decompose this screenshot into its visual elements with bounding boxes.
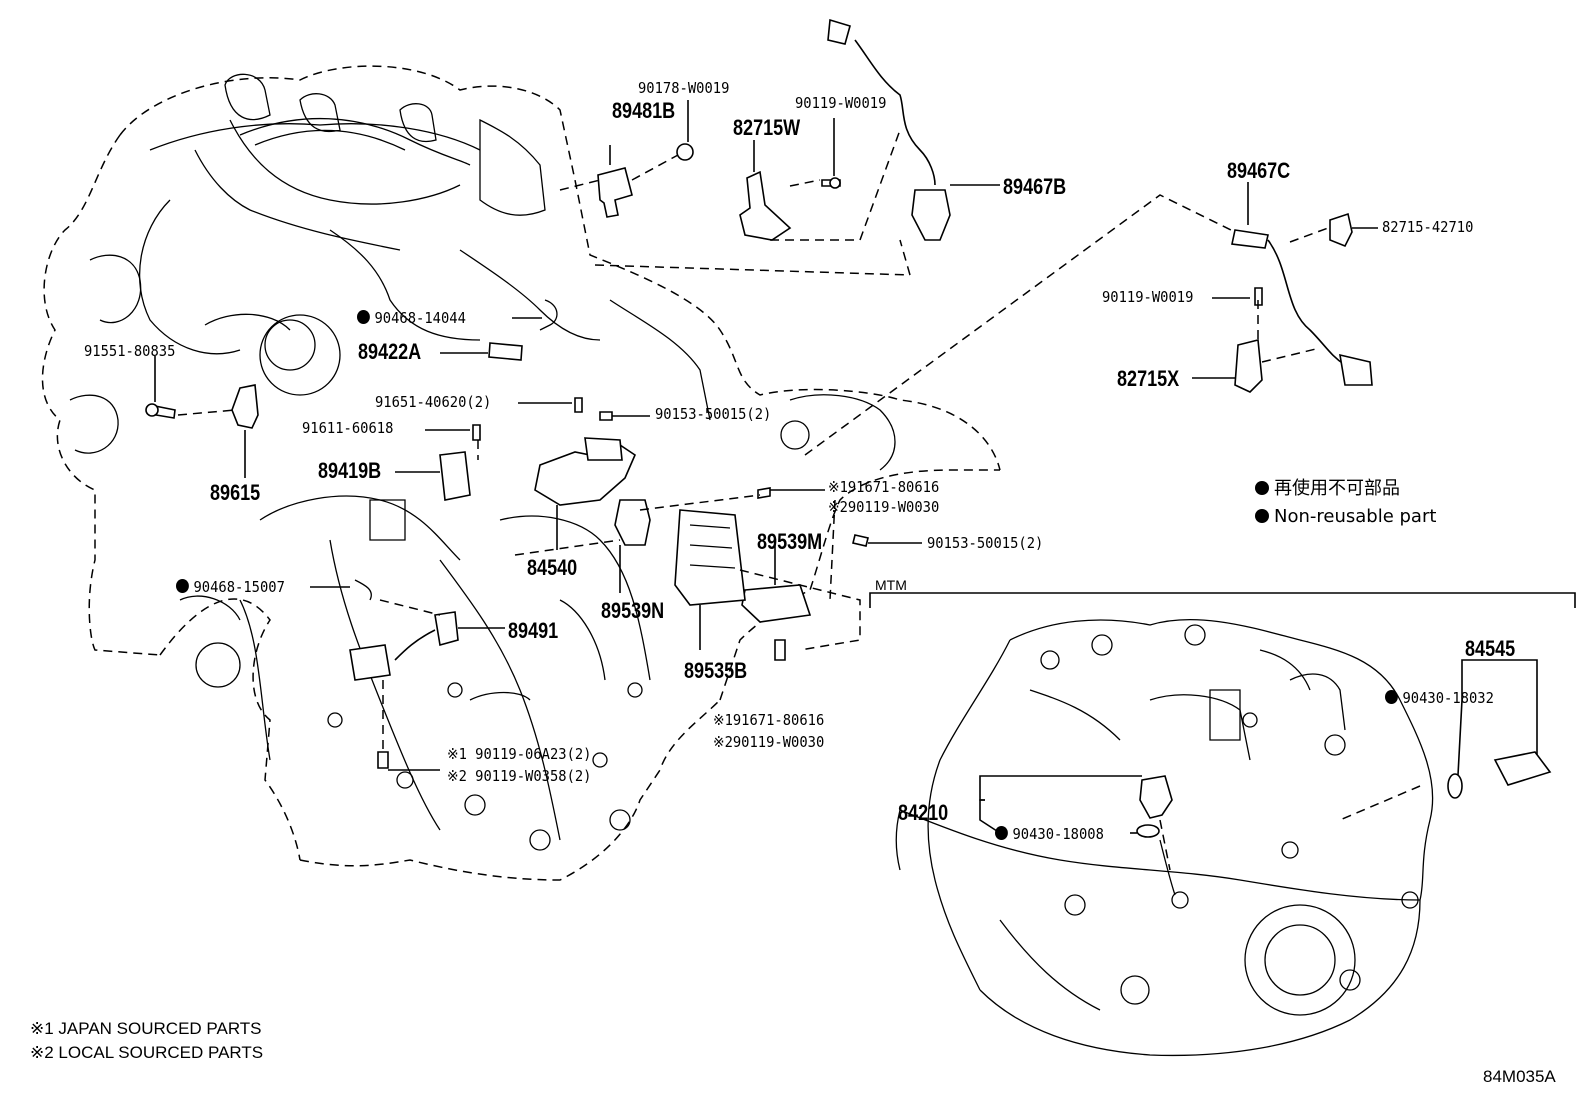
non-reusable-marker bbox=[995, 826, 1008, 840]
part-label-90430-18008: 90430-18008 bbox=[995, 826, 1104, 842]
part-label-82715-42710: 82715-42710 bbox=[1382, 218, 1474, 236]
part-label-89539N: 89539N bbox=[601, 598, 665, 623]
part-label-89539M: 89539M bbox=[757, 529, 823, 554]
part-label-90153-50015-a: 90153-50015(2) bbox=[655, 405, 772, 423]
part-label-89491: 89491 bbox=[508, 618, 559, 643]
part-label-90119-W0030-b: ※290119-W0030 bbox=[713, 733, 825, 751]
part-label-89467B: 89467B bbox=[1003, 174, 1067, 199]
part-label-90119-W0358: ※2 90119-W0358(2) bbox=[447, 767, 592, 785]
non-reusable-marker bbox=[1385, 690, 1398, 704]
part-label-91611-60618: 91611-60618 bbox=[302, 419, 394, 437]
part-label-90119-W0019-top: 90119-W0019 bbox=[795, 94, 887, 112]
part-label-84540: 84540 bbox=[527, 555, 578, 580]
diagram-code: 84M035A bbox=[1483, 1067, 1556, 1086]
part-label-91651-40620: 91651-40620(2) bbox=[375, 393, 492, 411]
non-reusable-marker bbox=[176, 579, 189, 593]
note-japan-sourced: ※1 JAPAN SOURCED PARTS bbox=[30, 1019, 262, 1038]
part-label-90468-15007: 90468-15007 bbox=[176, 579, 285, 595]
part-label-90153-50015-b: 90153-50015(2) bbox=[927, 534, 1044, 552]
part-label-90119-06A23: ※1 90119-06A23(2) bbox=[447, 745, 592, 763]
part-label-89422A: 89422A bbox=[358, 339, 422, 364]
part-label-89535B: 89535B bbox=[684, 658, 748, 683]
part-label-90468-14044: 90468-14044 bbox=[357, 310, 466, 326]
mtm-section-label: MTM bbox=[875, 577, 907, 593]
part-label-90178-W0019: 90178-W0019 bbox=[638, 79, 730, 97]
part-label-89481B: 89481B bbox=[612, 98, 676, 123]
part-label-91551-80835: 91551-80835 bbox=[84, 342, 176, 360]
part-label-82715W: 82715W bbox=[733, 115, 801, 140]
engine-transaxle-illustration bbox=[41, 65, 1001, 881]
part-label-84210: 84210 bbox=[898, 800, 949, 825]
part-label-90119-W0030-a: ※290119-W0030 bbox=[828, 498, 940, 516]
part-label-90119-W0019-right: 90119-W0019 bbox=[1102, 288, 1194, 306]
part-label-89419B: 89419B bbox=[318, 458, 382, 483]
part-label-82715X: 82715X bbox=[1117, 366, 1180, 391]
mtm-section bbox=[869, 592, 1576, 1057]
part-label-91671-80616-b: ※191671-80616 bbox=[713, 711, 825, 729]
part-glyphs bbox=[145, 18, 1373, 769]
legend-non-reusable-en: Non-reusable part bbox=[1255, 508, 1436, 526]
non-reusable-marker bbox=[1255, 509, 1269, 523]
legend-non-reusable-jp: 再使用不可部品 bbox=[1255, 480, 1400, 498]
part-label-91671-80616-a: ※191671-80616 bbox=[828, 478, 940, 496]
non-reusable-marker bbox=[357, 310, 370, 324]
part-label-89615: 89615 bbox=[210, 480, 261, 505]
part-label-84545: 84545 bbox=[1465, 636, 1516, 661]
non-reusable-marker bbox=[1255, 481, 1269, 495]
part-label-89467C: 89467C bbox=[1227, 158, 1291, 183]
part-label-90430-18032: 90430-18032 bbox=[1385, 690, 1494, 706]
leader-lines bbox=[154, 100, 1378, 771]
note-local-sourced: ※2 LOCAL SOURCED PARTS bbox=[30, 1043, 264, 1062]
